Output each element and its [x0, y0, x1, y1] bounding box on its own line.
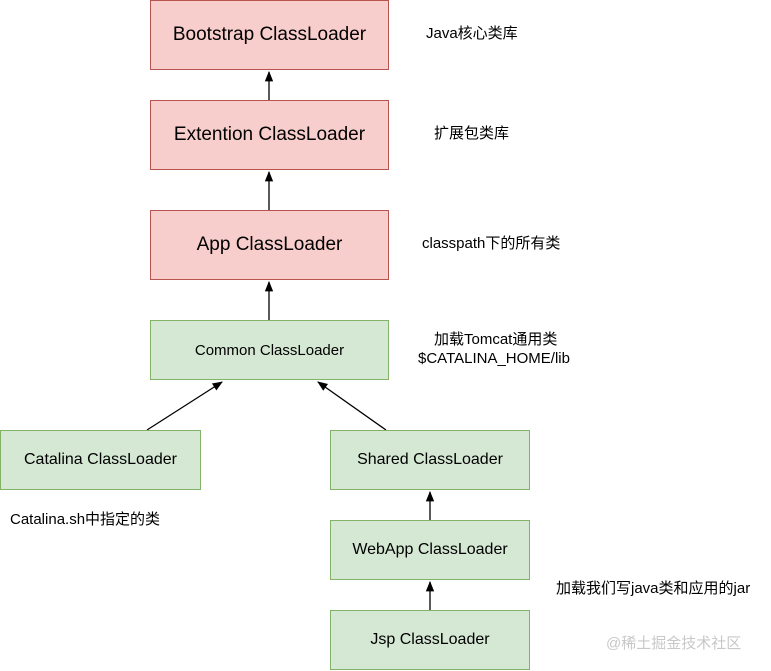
extension-note: 扩展包类库: [434, 125, 510, 142]
webapp-classloader-label: WebApp ClassLoader: [352, 541, 508, 558]
bootstrap-note: Java核心类库: [426, 25, 518, 42]
shared-classloader-label: Shared ClassLoader: [357, 451, 503, 468]
common-note-line1: 加载Tomcat通用类: [434, 331, 558, 348]
arrow-catalina-to-common: [146, 381, 223, 431]
catalina-classloader-label: Catalina ClassLoader: [24, 451, 177, 468]
jsp-classloader-node: Jsp ClassLoader: [330, 610, 530, 670]
app-note: classpath下的所有类: [422, 235, 561, 252]
app-classloader-label: App ClassLoader: [196, 234, 343, 255]
app-classloader-node: App ClassLoader: [150, 210, 389, 280]
webapp-jsp-note: 加载我们写java类和应用的jar: [556, 580, 751, 597]
catalina-classloader-node: Catalina ClassLoader: [0, 430, 201, 490]
webapp-classloader-node: WebApp ClassLoader: [330, 520, 530, 580]
bootstrap-classloader-label: Bootstrap ClassLoader: [172, 24, 367, 45]
extension-classloader-label: Extention ClassLoader: [173, 124, 366, 145]
common-classloader-node: Common ClassLoader: [150, 320, 389, 380]
catalina-note: Catalina.sh中指定的类: [10, 511, 161, 528]
shared-classloader-node: Shared ClassLoader: [330, 430, 530, 490]
common-note-line2: $CATALINA_HOME/lib: [418, 350, 570, 367]
extension-classloader-node: Extention ClassLoader: [150, 100, 389, 170]
bootstrap-classloader-node: Bootstrap ClassLoader: [150, 0, 389, 70]
watermark: @稀土掘金技术社区: [606, 635, 742, 652]
arrow-shared-to-common: [317, 381, 387, 431]
jsp-classloader-label: Jsp ClassLoader: [370, 631, 490, 648]
common-classloader-label: Common ClassLoader: [194, 341, 345, 359]
